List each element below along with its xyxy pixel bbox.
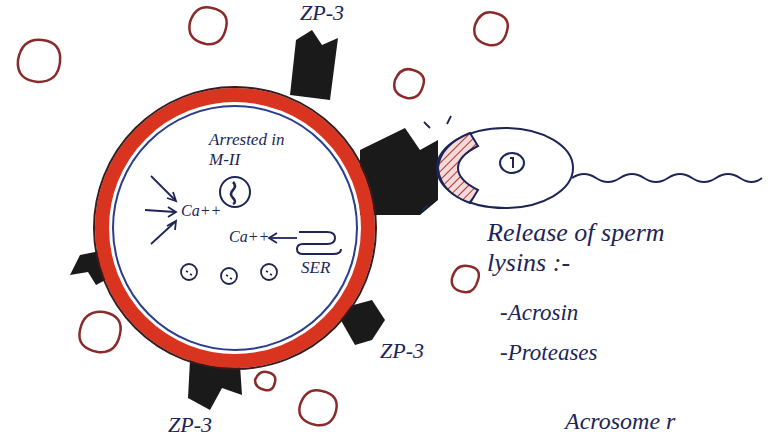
- ion-label: Ca++: [229, 228, 289, 246]
- zona-outline: [94, 87, 376, 369]
- receptor-label: ZP-3: [380, 338, 450, 363]
- zona-pellucida: [102, 95, 368, 361]
- sperm: [422, 116, 762, 211]
- note-text: Release of sperm lysins :-: [487, 218, 727, 278]
- note-text: -Proteases: [500, 340, 680, 366]
- receptor-label: ZP-3: [168, 412, 238, 437]
- receptor-label: ZP-3: [300, 0, 370, 25]
- stage-label: Arrested in M-II: [209, 130, 299, 169]
- organelle-label: SER: [301, 258, 351, 278]
- ion-label: Ca++: [181, 202, 241, 220]
- note-text: -Acrosin: [500, 300, 660, 326]
- oocyte-cell: Arrested in M-II Ca++ Ca++ SER: [111, 104, 359, 352]
- corona-cells: [18, 7, 508, 425]
- note-text: Acrosome r: [565, 408, 755, 436]
